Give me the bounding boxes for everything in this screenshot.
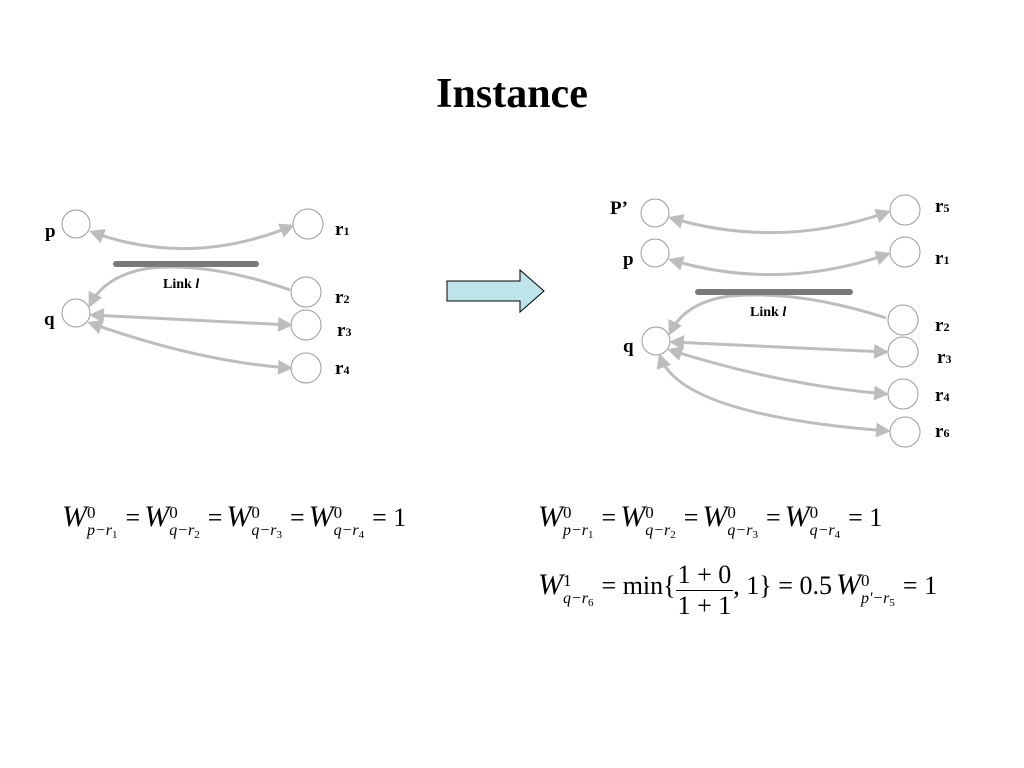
node-r3 (290, 309, 322, 341)
transition-arrow (446, 268, 545, 314)
label-r3: r3 (337, 320, 351, 341)
node-r1 (292, 208, 324, 240)
node-r3 (887, 336, 919, 368)
edge-q-r6 (656, 353, 891, 438)
label-r2: r2 (335, 287, 349, 308)
link-label: Link l (163, 277, 199, 292)
right-diagram: Link l P’ p q r5 r1 r2 r3 r4 r6 (610, 194, 951, 448)
label-r3: r3 (937, 347, 951, 368)
label-r1: r1 (935, 248, 949, 269)
node-r4 (290, 352, 322, 384)
label-p: p (45, 221, 56, 242)
edge-p-r1 (89, 223, 295, 251)
node-r2 (290, 276, 322, 308)
label-r4: r4 (335, 358, 349, 379)
edge-pprime-r5 (668, 208, 891, 235)
node-r6 (889, 416, 921, 448)
label-q: q (44, 309, 55, 330)
label-p: p (623, 249, 634, 270)
left-diagram: Link l p q r1 r2 r3 r4 (44, 208, 351, 384)
node-r2 (887, 304, 919, 336)
label-r5: r5 (935, 196, 949, 217)
edge-q-r2 (88, 265, 291, 308)
edge-q-r2 (668, 293, 887, 336)
label-r1: r1 (335, 219, 349, 240)
link-label: Link l (750, 305, 786, 320)
node-q (641, 326, 671, 356)
node-p (640, 238, 670, 268)
page-title: Instance (436, 71, 588, 117)
edge-q-r4 (87, 319, 293, 375)
node-q (61, 298, 91, 328)
label-r2: r2 (935, 315, 949, 336)
edge-p-r1 (668, 250, 891, 277)
edge-q-r4 (667, 346, 889, 401)
label-r4: r4 (935, 385, 949, 406)
label-pprime: P’ (610, 198, 628, 219)
node-r5 (889, 194, 921, 226)
edge-q-r3 (669, 335, 889, 359)
label-r6: r6 (935, 421, 949, 442)
node-pprime (640, 198, 670, 228)
node-r1 (889, 236, 921, 268)
node-p (61, 209, 91, 239)
label-q: q (623, 336, 634, 357)
edge-q-r3 (89, 308, 293, 332)
node-r4 (887, 378, 919, 410)
